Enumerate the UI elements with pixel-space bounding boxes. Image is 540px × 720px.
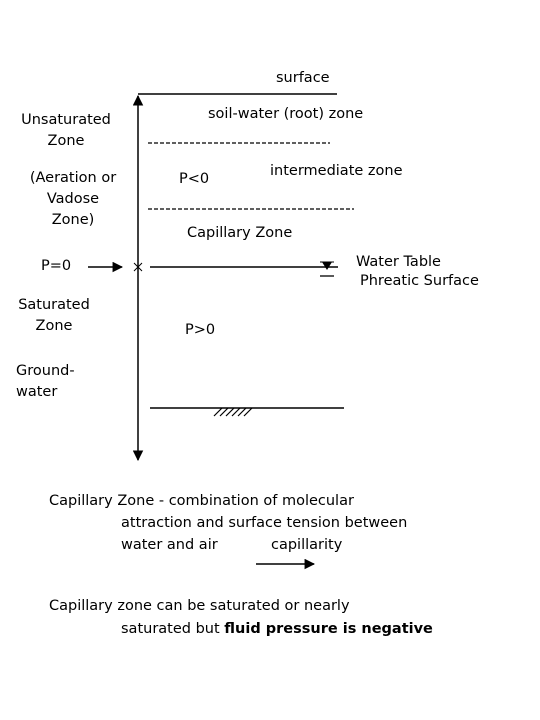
capillary-sat-line2b-emphasis: fluid pressure is negative xyxy=(224,621,433,637)
capillary-sat-line1: Capillary zone can be saturated or nearl… xyxy=(49,598,350,614)
groundwater-label: Ground- water xyxy=(16,363,75,400)
p-negative-label: P<0 xyxy=(179,171,210,187)
unsaturated-zone-label: Unsaturated Zone xyxy=(21,112,111,149)
aeration-vadose-label: (Aeration or Vadose Zone) xyxy=(29,170,117,228)
intersection-mark xyxy=(133,262,143,272)
bedrock-hatch-icon xyxy=(213,407,253,417)
saturated-zone-label: Saturated Zone xyxy=(18,297,90,334)
p-zero-label: P=0 xyxy=(41,258,72,274)
phreatic-surface-label: Phreatic Surface xyxy=(360,273,479,289)
intermediate-zone-label: intermediate zone xyxy=(270,163,403,179)
root-zone-label: soil-water (root) zone xyxy=(208,106,364,122)
capillary-sat-line2: saturated but fluid pressure is negative xyxy=(121,619,433,640)
capillary-sat-line2a: saturated but xyxy=(121,621,225,637)
water-table-label: Water Table xyxy=(356,254,441,270)
capillarity-label: capillarity xyxy=(271,537,343,553)
capillary-def-line2: attraction and surface tension between xyxy=(121,515,408,531)
p-positive-label: P>0 xyxy=(185,322,216,338)
capillary-def-line3a: water and air xyxy=(121,537,218,553)
capillary-def-line1: Capillary Zone - combination of molecula… xyxy=(49,493,354,509)
capillary-zone-label: Capillary Zone xyxy=(187,225,293,241)
water-table-symbol-icon xyxy=(320,261,334,277)
surface-label: surface xyxy=(276,70,330,86)
